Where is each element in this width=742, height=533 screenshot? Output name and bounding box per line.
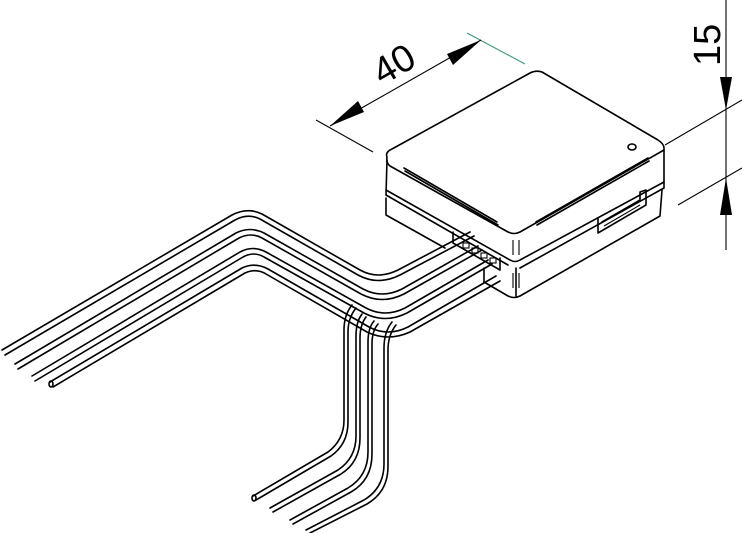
box-groove-right — [535, 157, 649, 223]
wire — [48, 264, 501, 388]
wire — [289, 320, 379, 525]
box-seam — [385, 181, 665, 263]
dimension-15: 15 — [664, 0, 742, 250]
dimension-label-15: 15 — [687, 24, 729, 66]
arrowhead-top — [720, 77, 732, 110]
box-groove-left — [403, 167, 498, 223]
wire — [31, 247, 493, 382]
wire — [251, 304, 357, 502]
extension-line-bottom — [677, 167, 742, 206]
junction-box — [385, 70, 665, 299]
wire-bundle-left — [1, 209, 501, 388]
box-lower-left-side — [385, 197, 446, 249]
dimension-label-40: 40 — [366, 36, 424, 94]
wire — [14, 228, 483, 370]
side-connector-slot — [597, 189, 647, 234]
arrowhead-right — [447, 40, 481, 65]
box-top-face — [385, 70, 665, 235]
arrowhead-left — [330, 101, 364, 126]
box-upper-left-side — [385, 159, 509, 266]
extension-line-left — [315, 119, 374, 153]
wire — [269, 313, 367, 513]
led-indicator — [627, 143, 637, 151]
extension-line-right — [466, 32, 526, 65]
wire-bundle-bottom — [251, 304, 397, 533]
wire — [1, 209, 475, 356]
extension-line-top — [664, 99, 742, 146]
wire-outlet — [452, 231, 501, 271]
wire — [305, 321, 397, 533]
box-upper-right-side — [519, 149, 665, 269]
box-lower-right-side — [483, 189, 663, 299]
arrowhead-bottom — [720, 178, 732, 215]
